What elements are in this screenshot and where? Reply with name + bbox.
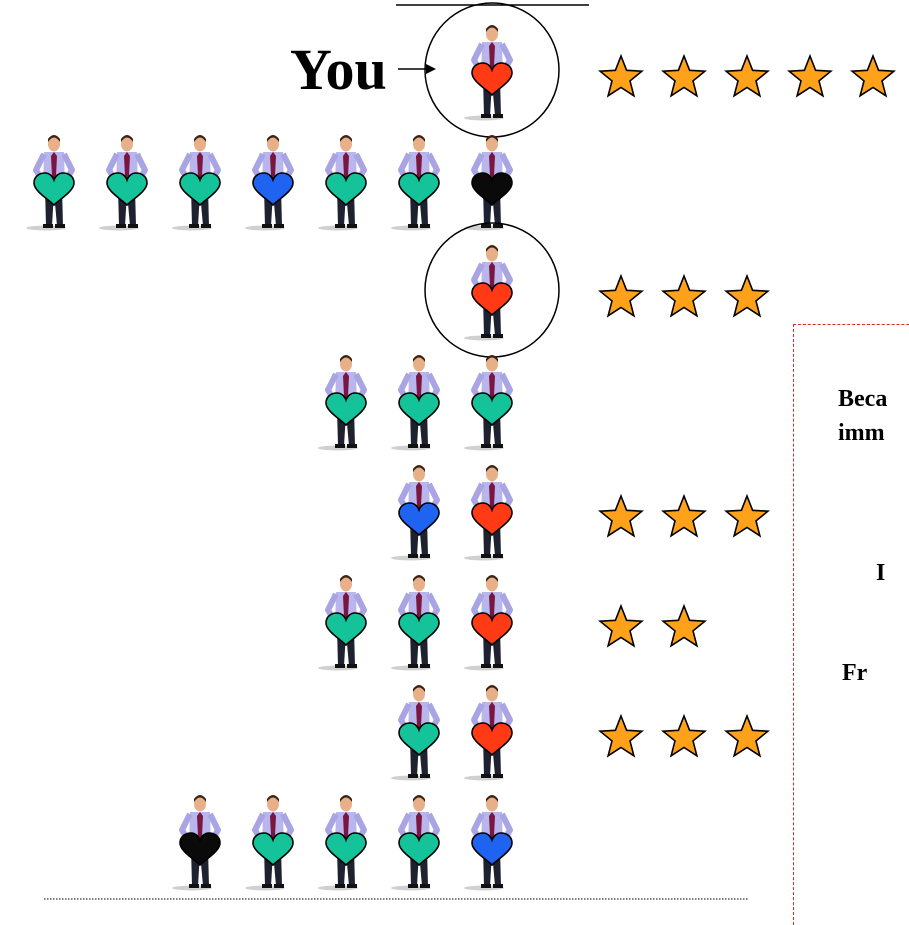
person: [391, 135, 440, 231]
person: [464, 465, 513, 561]
person: [464, 795, 513, 891]
heart-icon: [106, 172, 148, 207]
person: [464, 355, 513, 451]
person: [172, 135, 221, 231]
heart-icon: [325, 172, 367, 207]
person: [391, 355, 440, 451]
person: [245, 135, 294, 231]
heart-icon: [398, 832, 440, 867]
person: [172, 795, 221, 891]
star-icon: [598, 603, 644, 648]
star-icon: [787, 53, 833, 98]
person: [318, 575, 367, 671]
star-icon: [850, 53, 896, 98]
star-icon: [661, 493, 707, 538]
person: [464, 135, 513, 231]
people-layer: [26, 2, 560, 891]
note-box: [793, 324, 909, 925]
heart-icon: [471, 392, 513, 427]
person: [99, 135, 148, 231]
star-icon: [724, 493, 770, 538]
star-icon: [661, 713, 707, 758]
note-line-1: Beca: [838, 386, 888, 412]
person: [391, 685, 440, 781]
star-icon: [724, 273, 770, 318]
person: [391, 575, 440, 671]
heart-icon: [471, 722, 513, 757]
heart-icon: [179, 832, 221, 867]
you-label: You: [290, 37, 387, 102]
stars-layer: [598, 53, 896, 758]
person: [464, 245, 513, 341]
person: [464, 575, 513, 671]
star-icon: [661, 53, 707, 98]
star-icon: [598, 53, 644, 98]
note-line-4: Fr: [842, 660, 868, 686]
heart-icon: [252, 172, 294, 207]
star-icon: [661, 603, 707, 648]
heart-icon: [325, 612, 367, 647]
person: [464, 685, 513, 781]
heart-icon: [398, 612, 440, 647]
heart-icon: [398, 722, 440, 757]
heart-icon: [471, 612, 513, 647]
heart-icon: [398, 392, 440, 427]
heart-icon: [471, 502, 513, 537]
person: [391, 795, 440, 891]
person: [464, 25, 513, 121]
heart-icon: [252, 832, 294, 867]
person: [245, 795, 294, 891]
heart-icon: [398, 502, 440, 537]
heart-icon: [33, 172, 75, 207]
heart-icon: [471, 62, 513, 97]
heart-icon: [471, 172, 513, 207]
star-icon: [598, 493, 644, 538]
heart-icon: [179, 172, 221, 207]
heart-icon: [325, 392, 367, 427]
note-line-2: imm: [838, 420, 885, 446]
person: [318, 795, 367, 891]
person: [391, 465, 440, 561]
person: [26, 135, 75, 231]
star-icon: [598, 713, 644, 758]
person: [318, 355, 367, 451]
star-icon: [724, 713, 770, 758]
heart-icon: [471, 832, 513, 867]
star-icon: [661, 273, 707, 318]
star-icon: [724, 53, 770, 98]
star-icon: [598, 273, 644, 318]
heart-icon: [325, 832, 367, 867]
person: [318, 135, 367, 231]
note-line-3: I: [876, 560, 886, 586]
you-arrow: [398, 64, 436, 74]
heart-icon: [471, 282, 513, 317]
heart-icon: [398, 172, 440, 207]
